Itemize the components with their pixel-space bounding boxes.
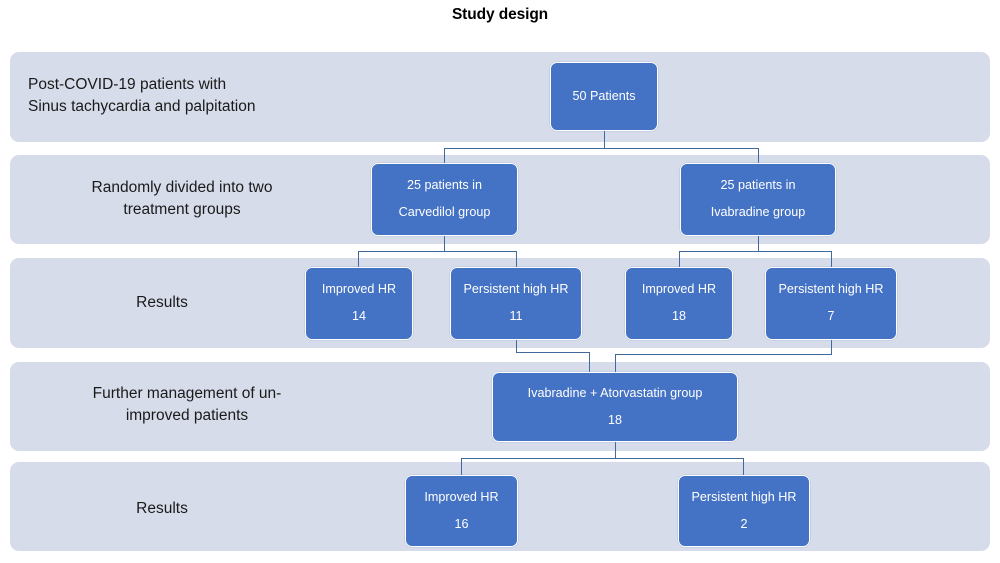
node-ivabradine-persistent-line2: 7 xyxy=(827,309,835,323)
node-final-improved[interactable]: Improved HR 16 xyxy=(405,475,518,547)
connector-merge-right-down xyxy=(615,354,617,372)
node-ivabradine-group-line1: 25 patients in xyxy=(720,178,796,193)
connector-split-final xyxy=(461,458,744,460)
connector-split-carvedilol xyxy=(358,251,517,253)
connector-to-carvedilol-persistent xyxy=(516,251,518,267)
connector-ivabradine-persistent-down xyxy=(831,340,833,355)
connector-carvedilol-persistent-down xyxy=(516,340,518,353)
connector-merge-right xyxy=(615,354,832,356)
connector-to-ivabradine xyxy=(758,148,760,164)
node-carvedilol-group-line1: 25 patients in xyxy=(407,178,482,193)
node-final-improved-line2: 16 xyxy=(454,516,469,531)
connector-to-carvedilol-improved xyxy=(358,251,360,267)
band-label-4: Further management of un- improved patie… xyxy=(92,385,282,425)
connector-merge-left-down xyxy=(589,352,591,372)
node-final-persistent-line1: Persistent high HR xyxy=(691,489,797,504)
node-carvedilol-group-line2: Carvedilol group xyxy=(398,205,491,219)
node-carvedilol-improved[interactable]: Improved HR 14 xyxy=(305,267,413,340)
node-final-persistent[interactable]: Persistent high HR 2 xyxy=(678,475,810,547)
connector-combination-down xyxy=(615,442,617,459)
node-combination-group[interactable]: Ivabradine + Atorvastatin group 18 xyxy=(492,372,738,442)
connector-split-level-1 xyxy=(444,148,759,150)
connector-to-final-improved xyxy=(461,458,463,475)
node-total-patients[interactable]: 50 Patients xyxy=(550,62,658,131)
node-ivabradine-improved-line1: Improved HR xyxy=(641,282,717,297)
node-combination-group-line1: Ivabradine + Atorvastatin group xyxy=(527,385,703,400)
connector-ivabradine-down xyxy=(758,236,760,252)
band-label-5: Results xyxy=(136,500,188,517)
connector-to-ivabradine-improved xyxy=(679,251,681,267)
node-total-patients-label: 50 Patients xyxy=(572,88,636,103)
connector-to-ivabradine-persistent xyxy=(831,251,833,267)
node-ivabradine-improved-line2: 18 xyxy=(671,309,686,323)
node-final-persistent-line2: 2 xyxy=(740,516,748,531)
node-ivabradine-persistent-line1: Persistent high HR xyxy=(778,282,884,297)
node-combination-group-line2: 18 xyxy=(607,412,622,427)
connector-carvedilol-down xyxy=(444,236,446,252)
node-ivabradine-group[interactable]: 25 patients in Ivabradine group xyxy=(680,163,836,236)
node-carvedilol-persistent[interactable]: Persistent high HR 11 xyxy=(450,267,582,340)
band-row-1 xyxy=(10,52,990,142)
band-label-1: Post-COVID-19 patients with Sinus tachyc… xyxy=(28,76,256,116)
connector-merge-left xyxy=(516,352,590,354)
node-ivabradine-group-line2: Ivabradine group xyxy=(710,205,806,219)
node-ivabradine-persistent[interactable]: Persistent high HR 7 xyxy=(765,267,897,340)
node-carvedilol-improved-line1: Improved HR xyxy=(321,282,397,297)
node-ivabradine-improved[interactable]: Improved HR 18 xyxy=(625,267,733,340)
node-carvedilol-improved-line2: 14 xyxy=(351,309,366,323)
connector-total-down xyxy=(604,131,606,149)
band-label-2: Randomly divided into two treatment grou… xyxy=(91,179,273,219)
node-carvedilol-persistent-line2: 11 xyxy=(509,309,523,323)
band-label-3: Results xyxy=(136,294,188,311)
connector-to-carvedilol xyxy=(444,148,446,164)
page-title: Study design xyxy=(451,6,549,23)
node-carvedilol-group[interactable]: 25 patients in Carvedilol group xyxy=(371,163,518,236)
connector-to-final-persistent xyxy=(743,458,745,475)
node-carvedilol-persistent-line1: Persistent high HR xyxy=(463,282,569,297)
node-final-improved-line1: Improved HR xyxy=(424,489,499,504)
connector-split-ivabradine xyxy=(679,251,832,253)
